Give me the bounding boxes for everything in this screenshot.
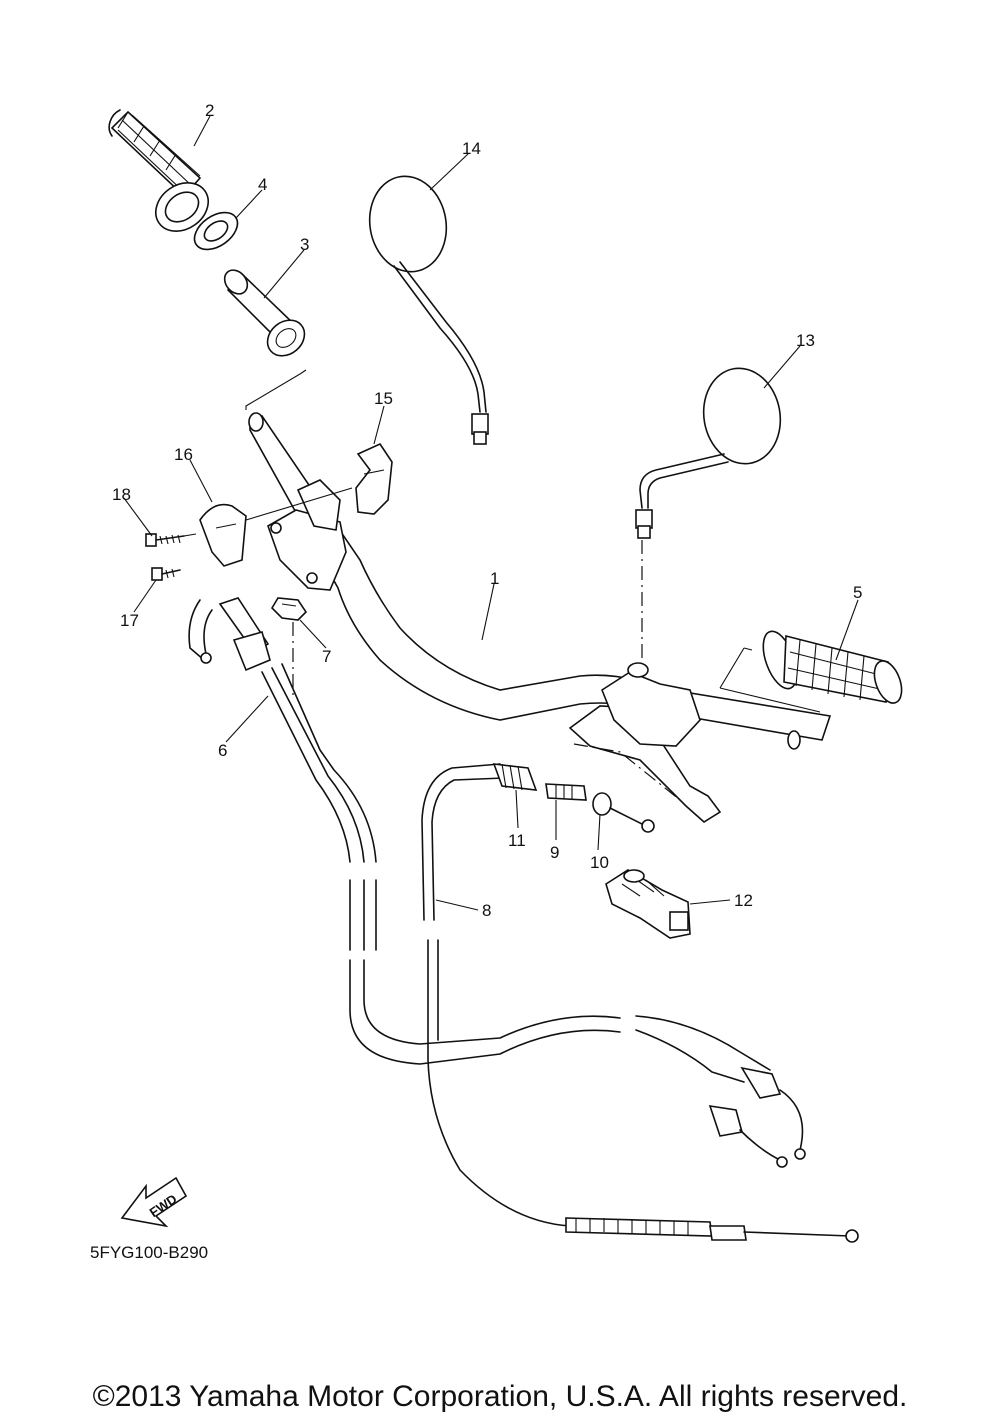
callout-8: 8: [482, 901, 491, 920]
callout-10: 10: [590, 853, 609, 872]
handlebar-part-1: [248, 412, 832, 741]
callout-17: 17: [120, 611, 139, 630]
fwd-arrow-icon: FWD: [120, 1176, 188, 1228]
callout-leaders: [123, 115, 859, 911]
callout-1: 1: [490, 569, 499, 588]
throttle-tube-part-3: [223, 269, 306, 357]
left-grip-part-2: [108, 109, 209, 232]
clutch-lever: [568, 662, 801, 823]
right-grip-part-5: [719, 630, 903, 713]
screw-part-17: [151, 567, 181, 581]
diagram-code: 5FYG100-B290: [90, 1243, 208, 1262]
mirror-left-part-14: [368, 175, 489, 445]
locknut-part-10: [592, 792, 655, 833]
mirror-right-part-13: [635, 367, 782, 539]
callout-13: 13: [796, 331, 815, 350]
callout-12: 12: [734, 891, 753, 910]
callout-4: 4: [258, 175, 267, 194]
callout-16: 16: [174, 445, 193, 464]
callout-11: 11: [508, 831, 526, 850]
callout-3: 3: [300, 235, 309, 254]
callout-6: 6: [218, 741, 227, 760]
collar-part-4: [193, 211, 239, 251]
switch-upper-part-15: [355, 442, 393, 515]
callout-14: 14: [462, 139, 481, 158]
callout-18: 18: [112, 485, 131, 504]
callout-9: 9: [550, 843, 559, 862]
lever-cover-part-12: [605, 869, 691, 939]
callout-5: 5: [853, 583, 862, 602]
adjuster-part-11: [492, 763, 538, 791]
copyright-notice: ©2013 Yamaha Motor Corporation, U.S.A. A…: [92, 1380, 908, 1413]
adjuster-part-9: [545, 783, 587, 801]
clutch-cable-part-8: [421, 763, 859, 1243]
switch-lower-part-16: [199, 503, 247, 567]
throttle-cables-part-6: [188, 597, 806, 1168]
callout-7: 7: [322, 647, 331, 666]
callout-2: 2: [205, 101, 214, 120]
clamp-part-7: [270, 597, 308, 621]
switch-assembly: [267, 479, 347, 591]
callout-15: 15: [374, 389, 393, 408]
